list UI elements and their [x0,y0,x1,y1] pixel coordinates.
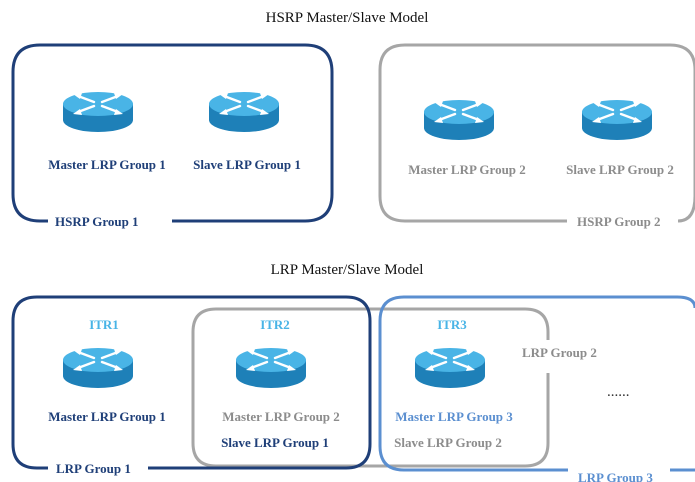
lrp-group-2-box [191,307,550,468]
lrp-group-3-label: LRP Group 3 [578,470,653,482]
lrp-group-2-label: LRP Group 2 [522,345,597,360]
hsrp-group-2-box [378,43,695,223]
hsrp-group-2-label: HSRP Group 2 [577,214,661,229]
hsrp-g2-master-label: Master LRP Group 2 [408,162,526,177]
router-icon [61,90,135,134]
itr1-role-1: Master LRP Group 1 [48,409,166,424]
hsrp-g1-master-label: Master LRP Group 1 [48,157,166,172]
lrp-group-3-box [378,295,695,472]
router-icon [61,346,135,390]
lrp-model-title: LRP Master/Slave Model [271,262,424,278]
hsrp-model-title: HSRP Master/Slave Model [266,10,429,26]
router-icon [413,346,487,390]
router-icon [580,98,654,142]
itr3-name: ITR3 [437,317,467,332]
lrp-group-1-box [11,295,372,470]
itr1-name: ITR1 [89,317,119,332]
itr3-role-1: Master LRP Group 3 [395,409,513,424]
itr3-role-2: Slave LRP Group 2 [394,435,502,450]
hsrp-g1-slave-label: Slave LRP Group 1 [193,157,301,172]
itr2-role-2: Slave LRP Group 1 [221,435,329,450]
more-groups-ellipsis: ...... [607,384,630,400]
hsrp-group-1-box [11,43,334,223]
router-icon [422,98,496,142]
hsrp-g2-slave-label: Slave LRP Group 2 [566,162,674,177]
router-icon [234,346,308,390]
itr2-name: ITR2 [260,317,290,332]
router-icon [207,90,281,134]
hsrp-group-1-label: HSRP Group 1 [55,214,139,229]
itr2-role-1: Master LRP Group 2 [222,409,340,424]
lrp-group-1-label: LRP Group 1 [56,461,131,476]
